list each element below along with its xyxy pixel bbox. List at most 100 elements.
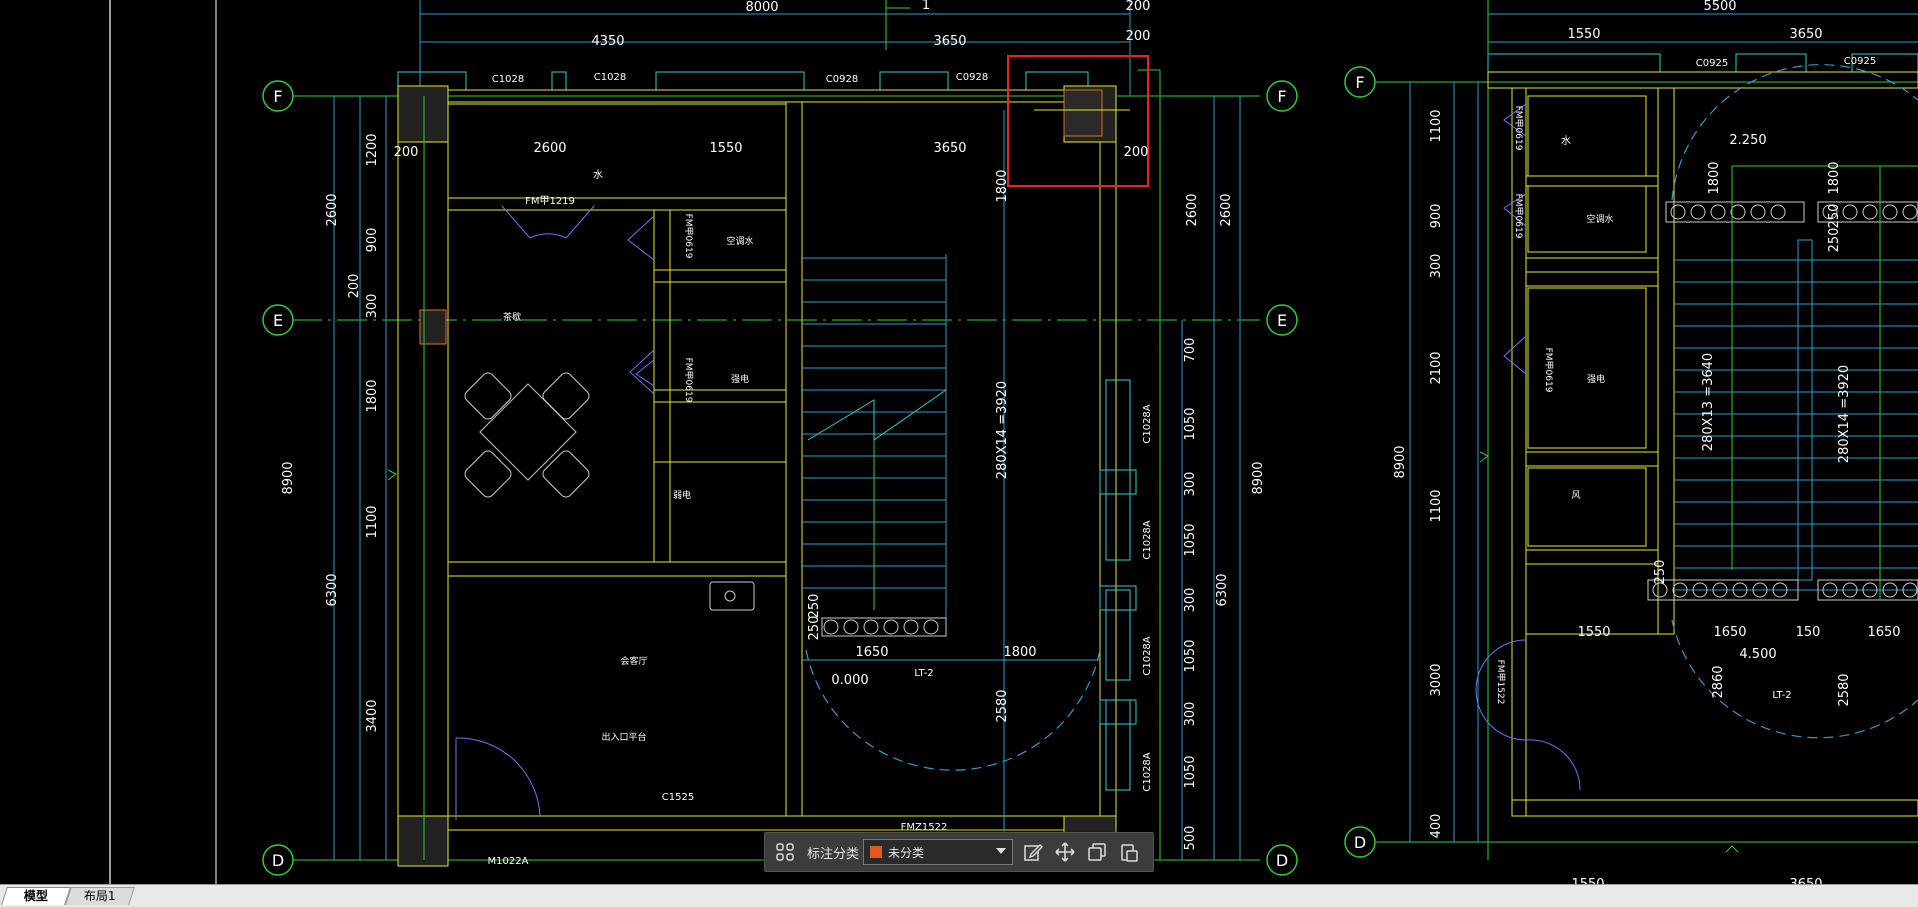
svg-text:250: 250 (1653, 560, 1668, 585)
svg-text:250: 250 (807, 616, 822, 641)
svg-text:8900: 8900 (1251, 461, 1266, 494)
svg-text:4350: 4350 (591, 34, 624, 49)
axis-bubble-d-left[interactable]: D (262, 844, 294, 876)
svg-text:300: 300 (1183, 472, 1198, 497)
svg-text:150: 150 (1796, 625, 1821, 640)
copy-icon[interactable] (1087, 842, 1107, 862)
svg-text:1050: 1050 (1183, 523, 1198, 556)
svg-text:FM甲1219: FM甲1219 (525, 196, 575, 207)
svg-text:1550: 1550 (1571, 877, 1604, 884)
svg-text:1650: 1650 (1713, 625, 1746, 640)
paste-icon[interactable] (1119, 842, 1139, 862)
svg-text:弱电: 弱电 (673, 489, 691, 501)
svg-text:1550: 1550 (709, 141, 742, 156)
svg-text:水: 水 (1561, 135, 1571, 147)
svg-text:1100: 1100 (365, 505, 380, 538)
svg-text:C0925: C0925 (1844, 56, 1876, 67)
svg-text:M1022A: M1022A (488, 856, 529, 867)
svg-text:1800: 1800 (1707, 161, 1722, 194)
svg-text:2.250: 2.250 (1729, 133, 1766, 148)
tab-model-label: 模型 (23, 889, 48, 903)
axis-bubble-f-right-plan[interactable]: F (1344, 66, 1376, 98)
svg-text:强电: 强电 (1587, 373, 1605, 385)
right-plan-rotated-labels: 1100 900 300 2100 8900 1100 3000 400 FM甲… (1393, 106, 1852, 839)
axis-bubble-f-left[interactable]: F (262, 80, 294, 112)
svg-text:700: 700 (1183, 338, 1198, 363)
svg-text:3000: 3000 (1429, 663, 1444, 696)
tab-layout-1[interactable]: 布局1 (65, 887, 135, 905)
svg-text:1100: 1100 (1429, 109, 1444, 142)
svg-text:E: E (1277, 311, 1287, 330)
left-plan-rotated-labels: 1200 2600 900 200 300 1800 8900 1100 630… (281, 133, 1266, 850)
annotation-category-label: 标注分类 (807, 847, 860, 862)
svg-text:茶歇: 茶歇 (503, 311, 521, 323)
svg-text:FM甲0619: FM甲0619 (1513, 194, 1524, 239)
category-dropdown[interactable]: 未分类 (863, 839, 1013, 865)
move-icon[interactable] (1055, 842, 1075, 862)
svg-text:2860: 2860 (1711, 665, 1726, 698)
axis-bubble-e-left[interactable]: E (262, 304, 294, 336)
axis-bubble-f-right[interactable]: F (1266, 80, 1298, 112)
right-plan-labels: 5500 1550 3650 C0925 C0925 水 空调水 强电 风 2.… (1561, 0, 1901, 884)
axis-bubble-d-right[interactable]: D (1266, 844, 1298, 876)
layout-tab-bar: 模型 布局1 (0, 884, 1918, 907)
svg-text:1050: 1050 (1183, 639, 1198, 672)
svg-text:1800: 1800 (1827, 161, 1842, 194)
svg-text:200: 200 (1124, 145, 1149, 160)
svg-text:风: 风 (1571, 490, 1580, 501)
svg-text:1200: 1200 (365, 133, 380, 166)
svg-text:FM甲0619: FM甲0619 (1513, 106, 1524, 151)
svg-text:C1028A: C1028A (1142, 636, 1153, 675)
svg-text:400: 400 (1429, 814, 1444, 839)
svg-text:900: 900 (365, 228, 380, 253)
grid-icon[interactable] (775, 842, 795, 862)
svg-text:LT-2: LT-2 (914, 668, 933, 679)
svg-text:280X14 =3920: 280X14 =3920 (995, 381, 1010, 479)
selection-box[interactable] (1007, 55, 1149, 187)
svg-text:200: 200 (394, 145, 419, 160)
svg-text:F: F (1277, 87, 1286, 106)
svg-text:FM甲0619: FM甲0619 (1543, 348, 1554, 393)
svg-text:1100: 1100 (1429, 489, 1444, 522)
svg-text:空调水: 空调水 (726, 235, 753, 247)
svg-text:1800: 1800 (1003, 645, 1036, 660)
axis-bubble-d-right-plan[interactable]: D (1344, 826, 1376, 858)
tab-model[interactable]: 模型 (1, 887, 71, 905)
svg-text:1050: 1050 (1183, 755, 1198, 788)
svg-text:1800: 1800 (365, 379, 380, 412)
svg-text:空调水: 空调水 (1586, 213, 1613, 225)
svg-text:FMZ1522: FMZ1522 (901, 822, 948, 833)
svg-text:2600: 2600 (1185, 193, 1200, 226)
axis-bubble-e-right[interactable]: E (1266, 304, 1298, 336)
svg-text:6300: 6300 (325, 573, 340, 606)
svg-text:6300: 6300 (1215, 573, 1230, 606)
svg-text:2100: 2100 (1429, 351, 1444, 384)
svg-text:C0928: C0928 (826, 74, 858, 85)
cad-drawing-canvas[interactable]: F F E E D D 8000 1 200 200 4350 3650 C10… (0, 0, 1918, 884)
svg-text:300: 300 (365, 294, 380, 319)
left-floor-plan (292, 0, 1260, 867)
left-plan-labels: 8000 1 200 200 4350 3650 C1028 C1028 C09… (394, 0, 1151, 867)
svg-text:FM甲1522: FM甲1522 (1495, 660, 1506, 705)
annotation-category-toolbar: 标注分类 未分类 (764, 832, 1154, 872)
svg-text:2600: 2600 (1219, 193, 1234, 226)
svg-text:2600: 2600 (533, 141, 566, 156)
svg-text:FM甲0619: FM甲0619 (683, 358, 694, 403)
svg-text:C1525: C1525 (662, 792, 694, 803)
svg-text:强电: 强电 (731, 373, 749, 385)
svg-text:D: D (1276, 851, 1288, 870)
svg-text:C1028A: C1028A (1142, 520, 1153, 559)
svg-text:250: 250 (1827, 204, 1842, 229)
svg-text:8900: 8900 (281, 461, 296, 494)
edit-icon[interactable] (1023, 842, 1043, 862)
svg-text:1800: 1800 (995, 169, 1010, 202)
svg-text:C1028: C1028 (594, 72, 626, 83)
svg-text:D: D (1354, 833, 1366, 852)
svg-text:D: D (272, 851, 284, 870)
svg-text:F: F (1355, 73, 1364, 92)
category-dropdown-value: 未分类 (888, 846, 925, 860)
svg-text:3400: 3400 (365, 699, 380, 732)
chevron-down-icon (996, 848, 1006, 854)
svg-text:3650: 3650 (1789, 877, 1822, 884)
svg-text:8000: 8000 (745, 0, 778, 15)
